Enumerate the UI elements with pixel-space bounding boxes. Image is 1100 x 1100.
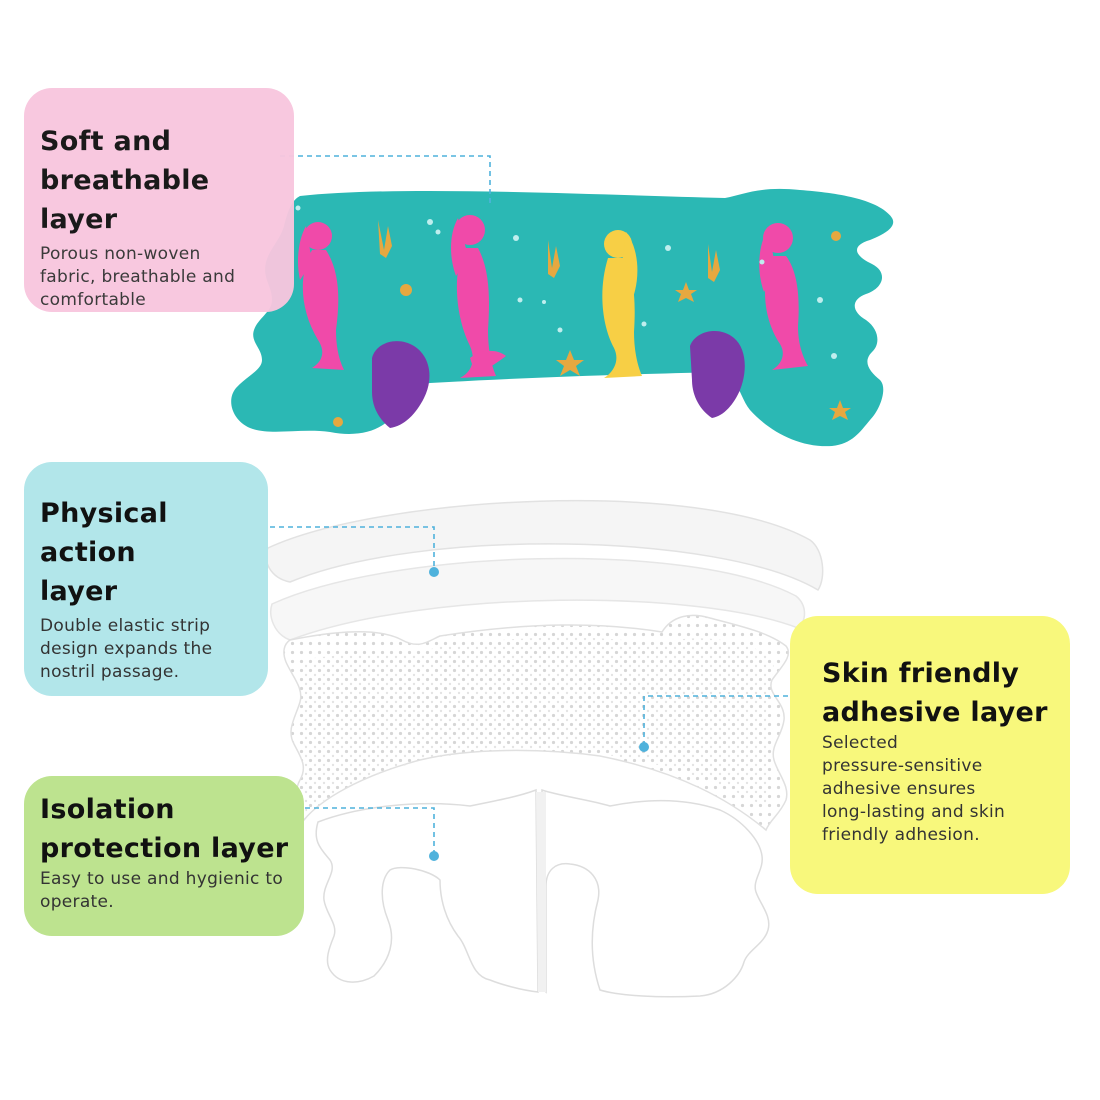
leader-physical [252, 526, 435, 568]
breathable-strip [231, 188, 894, 447]
mermaid-pink-2 [451, 215, 496, 378]
mermaid-yellow [602, 230, 642, 378]
soft-layer-description: Porous non-woven fabric, breathable and … [40, 244, 236, 310]
isolation-layer-description: Easy to use and hygienic to operate. [40, 869, 284, 912]
mermaid-purple-2 [690, 331, 745, 418]
leader-lines [224, 155, 806, 852]
soft-layer-title: Soft and breathable layer [40, 126, 210, 235]
elastic-strip-upper [265, 499, 824, 592]
release-liner [315, 788, 770, 998]
physical-layer-card: Physical action layer Double elastic str… [24, 462, 268, 696]
physical-layer-title: Physical action layer [40, 498, 168, 607]
physical-layer-description: Double elastic strip design expands the … [40, 616, 213, 682]
adhesive-mesh [283, 614, 790, 832]
leader-soft [280, 155, 491, 204]
leader-isolation [224, 807, 435, 852]
tail-pink [470, 350, 506, 376]
release-liner-right [541, 788, 770, 998]
elastic-strips [265, 499, 824, 641]
leader-dots [429, 567, 649, 861]
adhesive-layer-card: Skin friendly adhesive layer Selected pr… [790, 616, 1070, 894]
release-liner-left [315, 788, 539, 993]
leader-dot-physical [429, 567, 439, 577]
leader-adhesive [643, 695, 806, 744]
leader-dot-isolation [429, 851, 439, 861]
sea-decorations [333, 220, 851, 427]
adhesive-layer-title: Skin friendly adhesive layer [822, 658, 1048, 728]
soft-layer-card: Soft and breathable layer Porous non-wov… [24, 88, 294, 312]
mermaid-pink-3 [759, 223, 808, 370]
bubbles [295, 205, 837, 359]
isolation-layer-card: Isolation protection layer Easy to use a… [24, 776, 304, 936]
isolation-layer-title: Isolation protection layer [40, 794, 289, 864]
leader-dot-adhesive [639, 742, 649, 752]
mermaid-purple-1 [372, 341, 430, 428]
mermaid-pink-1 [298, 222, 344, 370]
adhesive-layer-description: Selected pressure-sensitive adhesive ens… [822, 733, 1006, 845]
